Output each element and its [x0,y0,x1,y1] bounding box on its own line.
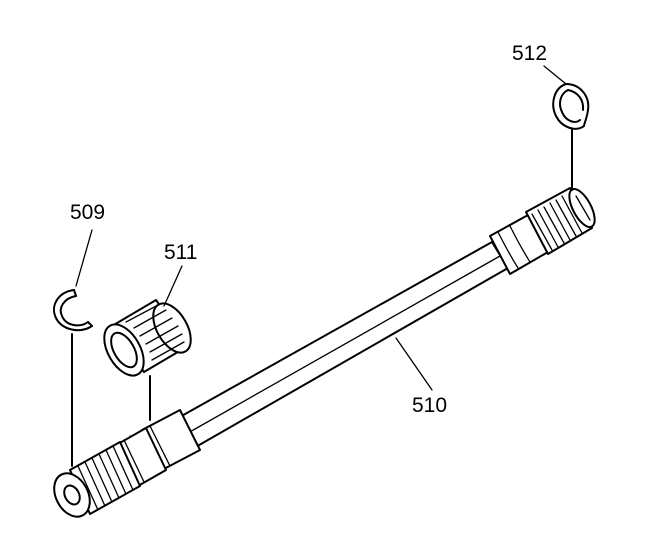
callout-509: 509 [70,201,105,224]
callout-511: 511 [164,241,197,264]
leader-lines [75,65,567,391]
leader-510 [395,337,433,391]
assembly-lines [71,129,573,467]
output-shaft [53,187,596,518]
leader-509 [75,229,93,287]
leader-512 [543,65,567,85]
snap-ring-left [53,289,93,332]
right-spline-teeth [531,195,583,251]
leader-511 [163,265,183,307]
callout-512: 512 [512,42,547,65]
needle-bearing [103,299,192,377]
needle-rollers [125,303,185,361]
left-spline-teeth [77,445,134,511]
snap-ring-right [552,83,590,130]
callout-510: 510 [412,394,447,417]
